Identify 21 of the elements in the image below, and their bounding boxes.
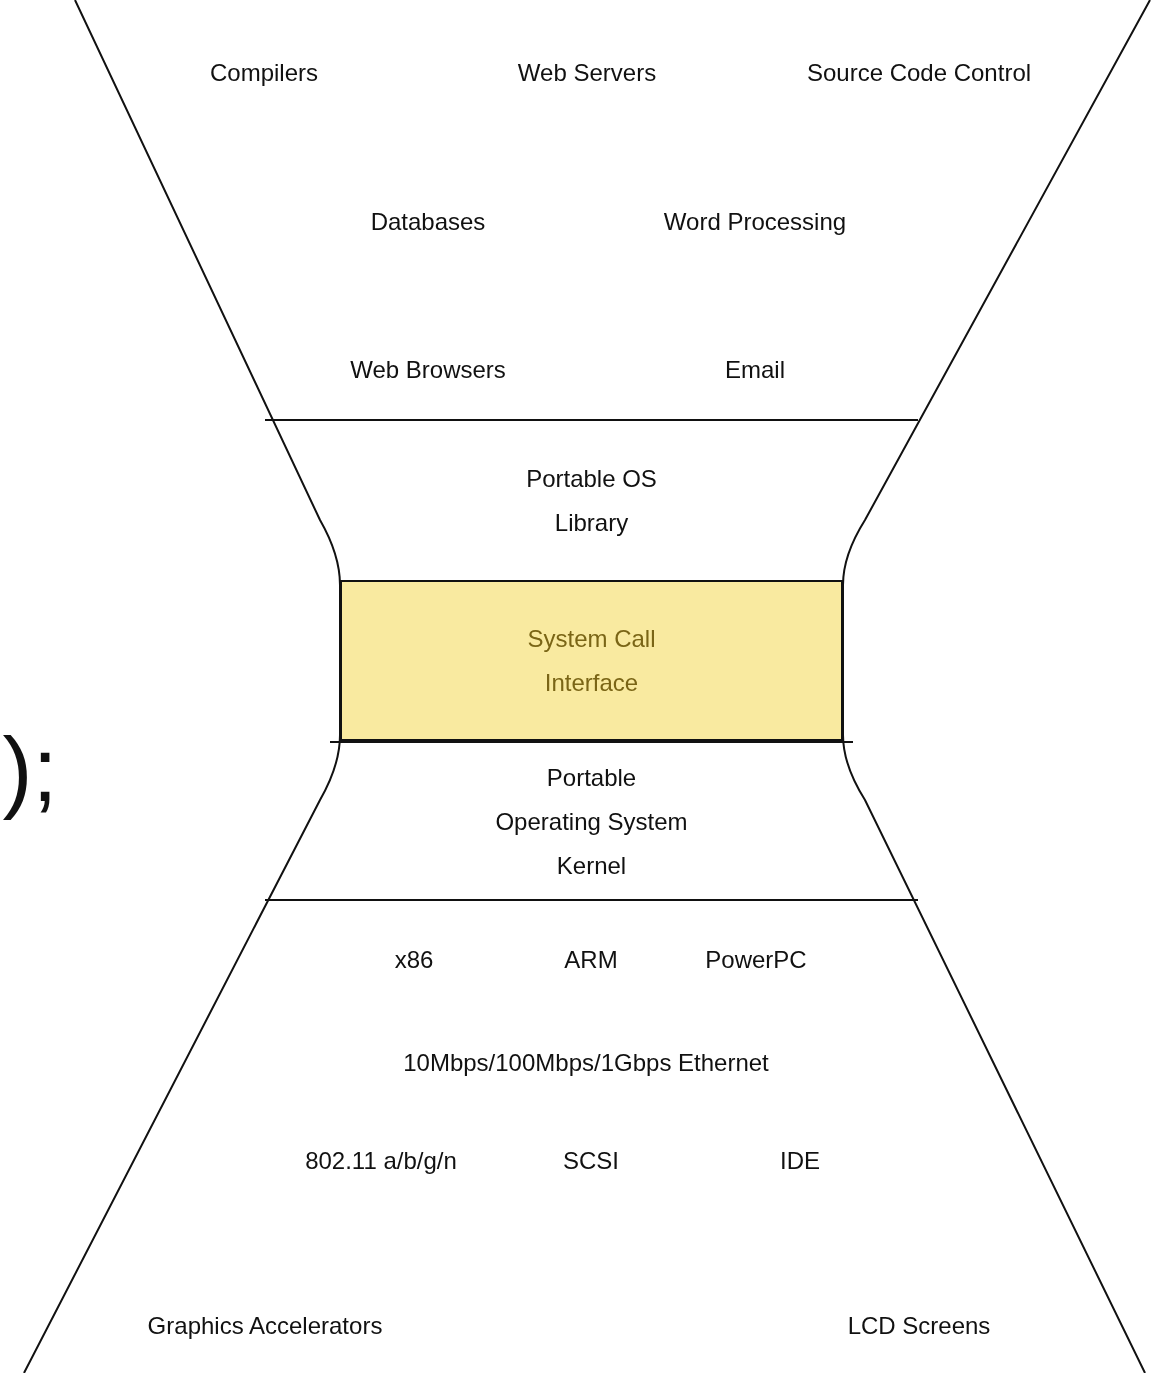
- layer-item-label: Graphics Accelerators: [147, 1312, 383, 1340]
- layer-item-label: Web Servers: [517, 59, 657, 87]
- layer-item-label: IDE: [780, 1147, 820, 1175]
- layer-item-label: ARM: [564, 946, 618, 974]
- interface-band: [340, 580, 843, 741]
- layer-item-label: 802.11 a/b/g/n: [305, 1147, 457, 1175]
- layer-item-label: SCSI: [563, 1147, 619, 1175]
- band-label: Portable Operating System Kernel: [494, 762, 689, 881]
- layer-item-label: Source Code Control: [806, 59, 1032, 87]
- layer-item-label: 10Mbps/100Mbps/1Gbps Ethernet: [403, 1049, 769, 1077]
- band-label: Portable OS Library: [525, 463, 658, 538]
- band-label: System Call Interface: [526, 623, 657, 698]
- layer-item-label: x86: [394, 946, 434, 974]
- layer-item-label: Compilers: [210, 59, 318, 87]
- layer-item-label: LCD Screens: [847, 1312, 991, 1340]
- layer-item-label: Web Browsers: [350, 356, 506, 384]
- layer-item-label: Databases: [370, 208, 486, 236]
- code-fragment-text: );: [2, 718, 58, 822]
- layer-item-label: PowerPC: [705, 946, 807, 974]
- layer-item-label: Word Processing: [663, 208, 847, 236]
- layer-item-label: Email: [725, 356, 785, 384]
